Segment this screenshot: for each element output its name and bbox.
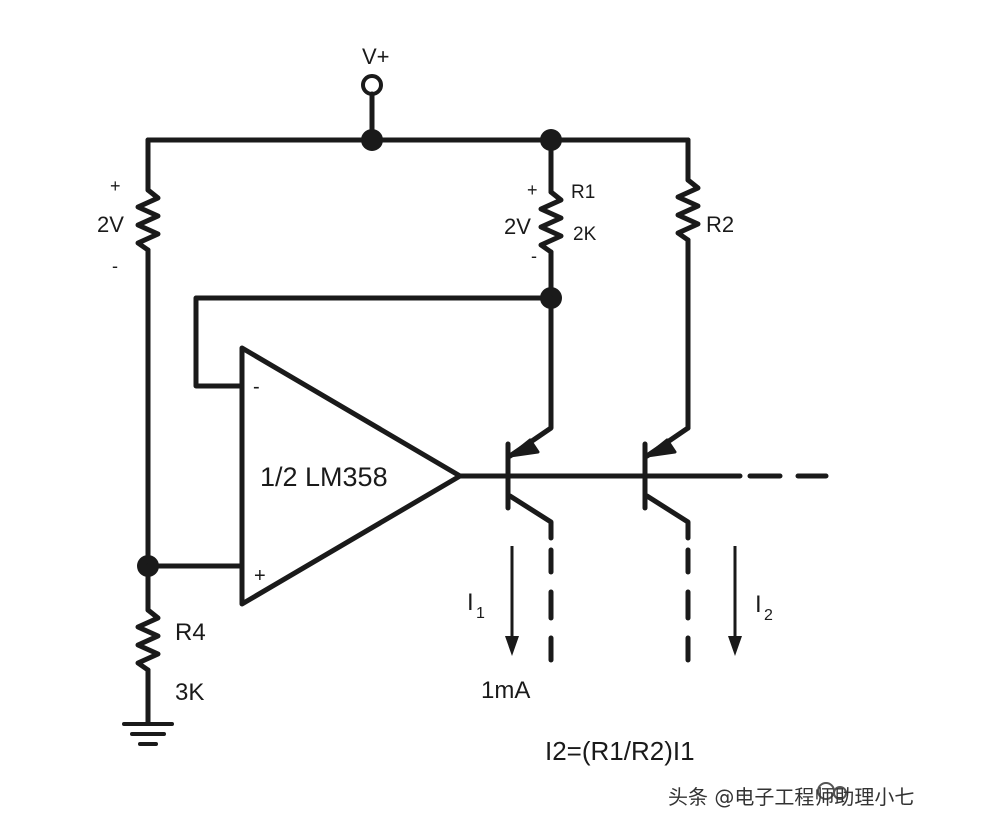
current-formula: I2=(R1/R2)I1 — [545, 736, 695, 766]
r2-name: R2 — [706, 212, 734, 237]
r1-plus: + — [527, 180, 538, 200]
watermark-logo-icon — [833, 786, 847, 800]
r1-value: 2K — [573, 224, 597, 245]
left-resistor — [135, 137, 161, 569]
r1-name: R1 — [571, 182, 595, 203]
i2-subscript: 2 — [764, 607, 773, 624]
i1-subscript: 1 — [476, 605, 485, 622]
feedback-wire — [193, 295, 554, 389]
transistor-q2 — [642, 425, 691, 541]
r1-resistor — [538, 137, 564, 301]
r2-resistor — [675, 137, 701, 431]
r4-resistor — [135, 563, 161, 725]
opamp — [239, 345, 463, 607]
ground-symbol — [122, 722, 174, 746]
watermark-text: 头条 @电子工程师助理小七 — [668, 785, 914, 809]
junction-dot — [361, 129, 383, 151]
supply-label: V+ — [362, 44, 390, 69]
left-resistor-minus: - — [112, 256, 118, 276]
i1-label: I — [467, 589, 474, 616]
r1-voltage: 2V — [504, 214, 531, 239]
transistor-q1 — [505, 295, 554, 541]
opamp-inv-sign: - — [253, 376, 260, 398]
opamp-label: 1/2 LM358 — [260, 462, 388, 492]
left-resistor-voltage: 2V — [97, 212, 124, 237]
opamp-noninv-sign: + — [254, 565, 266, 587]
i2-label: I — [755, 591, 762, 618]
i1-value: 1mA — [481, 677, 530, 704]
r4-name: R4 — [175, 619, 206, 646]
i2-arrow — [728, 546, 742, 656]
left-resistor-plus: + — [110, 176, 121, 196]
r4-value: 3K — [175, 679, 204, 706]
i1-arrow — [505, 546, 519, 656]
r1-minus: - — [531, 246, 537, 266]
watermark: 头条 @电子工程师助理小七 — [668, 782, 914, 809]
